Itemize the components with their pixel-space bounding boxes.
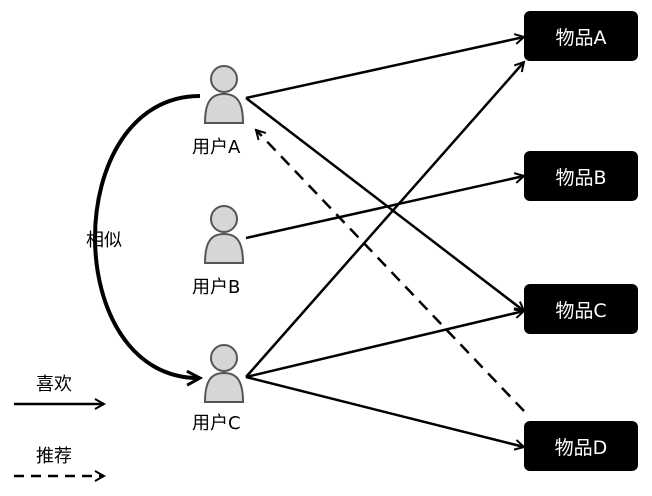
user-c-icon — [203, 344, 245, 403]
item-box-c: 物品C — [524, 284, 638, 334]
user-a-icon — [203, 65, 245, 124]
similarity-arc — [93, 94, 204, 387]
like-edge-user-c-item-d — [245, 375, 524, 447]
item-box-a: 物品A — [524, 11, 638, 61]
like-edge-user-b-item-b — [245, 176, 524, 240]
user-label-c: 用户C — [192, 413, 241, 434]
user-label-a: 用户A — [192, 137, 241, 158]
user-b-icon — [203, 205, 245, 264]
like-edge-user-a-item-c — [245, 97, 524, 311]
like-edge-user-a-item-a — [245, 37, 524, 100]
similarity-label: 相似 — [86, 230, 122, 251]
item-box-b: 物品B — [524, 151, 638, 201]
recommend-edge-item-d-user-a — [256, 130, 525, 412]
user-label-b: 用户B — [192, 277, 241, 298]
legend-like-label: 喜欢 — [36, 374, 72, 395]
item-box-d: 物品D — [524, 421, 638, 471]
like-edge-user-c-item-c — [245, 311, 524, 379]
legend-recommend-label: 推荐 — [36, 446, 72, 467]
like-edge-user-c-item-a — [245, 62, 524, 378]
